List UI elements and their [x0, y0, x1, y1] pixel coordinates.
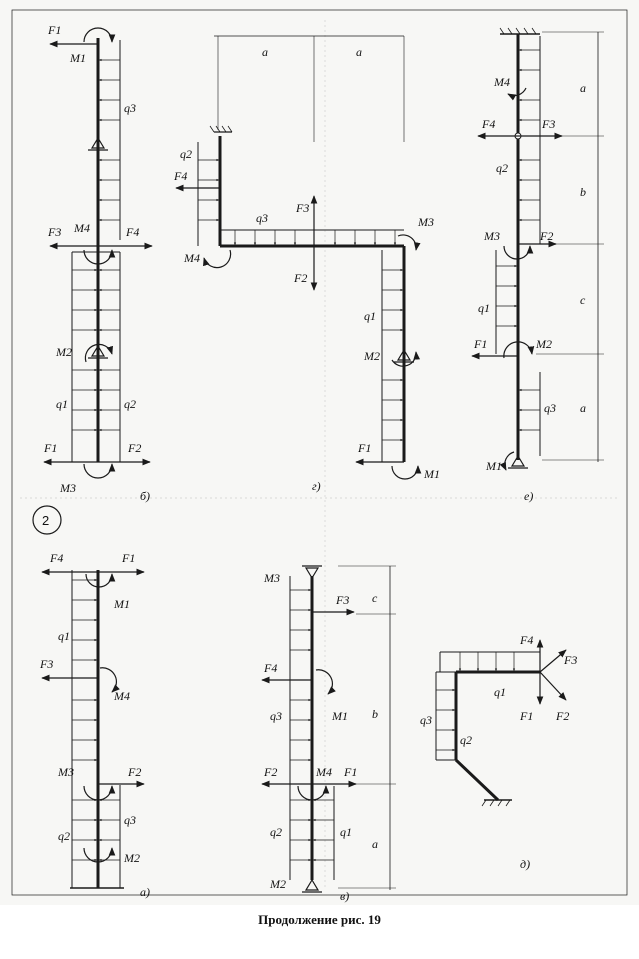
- label-d-5: q3: [420, 713, 432, 727]
- label-v-8: M4: [315, 765, 332, 779]
- label-e-3: F3: [541, 117, 555, 131]
- panel-e: M4 a F4 F3 q2 b M3 F2 q1 c F1 M2 q3 a M1…: [471, 27, 604, 503]
- label-e-11: M2: [535, 337, 552, 351]
- label-e-2: F4: [481, 117, 495, 131]
- label-g-3: F4: [173, 169, 187, 183]
- label-e-7: F2: [539, 229, 553, 243]
- drawing-sheet: 2 F4 F1 M1 q1 F3 M4 M3 F: [11, 9, 628, 903]
- label-v-5: M1: [331, 709, 348, 723]
- label-a-6: M3: [57, 765, 74, 779]
- label-d-6: q2: [460, 733, 472, 747]
- label-b-8: q2: [124, 397, 136, 411]
- label-g-0: a: [262, 45, 268, 59]
- label-e-1: a: [580, 81, 586, 95]
- label-v-4: q3: [270, 709, 282, 723]
- label-v-2: F3: [335, 593, 349, 607]
- label-b-5: F4: [125, 225, 139, 239]
- panel-d: F4 F3 q1 F1 F2 q3 q2 д): [420, 633, 577, 871]
- label-v-12: a: [372, 837, 378, 851]
- panel-a: F4 F1 M1 q1 F3 M4 M3 F2 q2 q3 M2 а): [39, 551, 150, 899]
- label-g-9: q1: [364, 309, 376, 323]
- label-d-0: F4: [519, 633, 533, 647]
- label-g-10: M2: [363, 349, 380, 363]
- label-e-5: b: [580, 185, 586, 199]
- label-g-5: F3: [295, 201, 309, 215]
- panel-e-tag: е): [524, 489, 533, 503]
- label-e-10: F1: [473, 337, 487, 351]
- panel-d-tag: д): [520, 857, 530, 871]
- label-v-11: q1: [340, 825, 352, 839]
- label-e-0: M4: [493, 75, 510, 89]
- label-b-0: F1: [47, 23, 61, 37]
- label-a-1: F1: [121, 551, 135, 565]
- sheet-number-text: 2: [42, 513, 49, 528]
- label-d-2: q1: [494, 685, 506, 699]
- label-b-1: M1: [69, 51, 86, 65]
- label-a-0: F4: [49, 551, 63, 565]
- label-g-11: F1: [357, 441, 371, 455]
- label-a-5: M4: [113, 689, 130, 703]
- label-d-4: F2: [555, 709, 569, 723]
- label-a-8: q2: [58, 829, 70, 843]
- label-v-1: c: [372, 591, 378, 605]
- panel-b-tag: б): [140, 489, 150, 503]
- label-d-3: F1: [519, 709, 533, 723]
- label-a-9: q3: [124, 813, 136, 827]
- panel-g: a a q2 F4 q3 F3 M4 F2 M3 q1 M2 F1 M1 г): [173, 35, 440, 493]
- label-v-6: b: [372, 707, 378, 721]
- panel-g-tag: г): [312, 479, 321, 493]
- label-b-9: F1: [43, 441, 57, 455]
- label-v-7: F2: [263, 765, 277, 779]
- label-a-2: M1: [113, 597, 130, 611]
- label-b-11: M3: [59, 481, 76, 495]
- label-b-2: q3: [124, 101, 136, 115]
- label-b-6: M2: [55, 345, 72, 359]
- label-b-4: M4: [73, 221, 90, 235]
- panel-v-tag: в): [340, 889, 349, 903]
- label-e-9: c: [580, 293, 586, 307]
- label-v-3: F4: [263, 661, 277, 675]
- label-a-7: F2: [127, 765, 141, 779]
- label-d-1: F3: [563, 653, 577, 667]
- panel-v: M3 c F3 F4 q3 M1 b F2 M4 F1 q2 q1 a M2 в…: [261, 565, 396, 903]
- label-g-4: q3: [256, 211, 268, 225]
- label-e-14: M1: [485, 459, 502, 473]
- label-a-3: q1: [58, 629, 70, 643]
- label-v-10: q2: [270, 825, 282, 839]
- label-e-4: q2: [496, 161, 508, 175]
- label-e-13: a: [580, 401, 586, 415]
- sheet-number: 2: [32, 505, 62, 535]
- label-e-12: q3: [544, 401, 556, 415]
- panel-b: F1 M1 q3 F3 M4 F4 M2 q1 q2 F1 F2 M3 б): [43, 23, 153, 503]
- label-b-7: q1: [56, 397, 68, 411]
- label-e-8: q1: [478, 301, 490, 315]
- label-g-8: M3: [417, 215, 434, 229]
- label-v-9: F1: [343, 765, 357, 779]
- label-g-1: a: [356, 45, 362, 59]
- label-a-4: F3: [39, 657, 53, 671]
- label-v-0: M3: [263, 571, 280, 585]
- label-b-10: F2: [127, 441, 141, 455]
- figure-caption: Продолжение рис. 19: [258, 912, 381, 927]
- label-g-6: M4: [183, 251, 200, 265]
- panel-a-tag: а): [140, 885, 150, 899]
- label-g-12: M1: [423, 467, 440, 481]
- label-v-13: M2: [269, 877, 286, 891]
- label-g-7: F2: [293, 271, 307, 285]
- label-a-10: M2: [123, 851, 140, 865]
- label-b-3: F3: [47, 225, 61, 239]
- label-g-2: q2: [180, 147, 192, 161]
- label-e-6: M3: [483, 229, 500, 243]
